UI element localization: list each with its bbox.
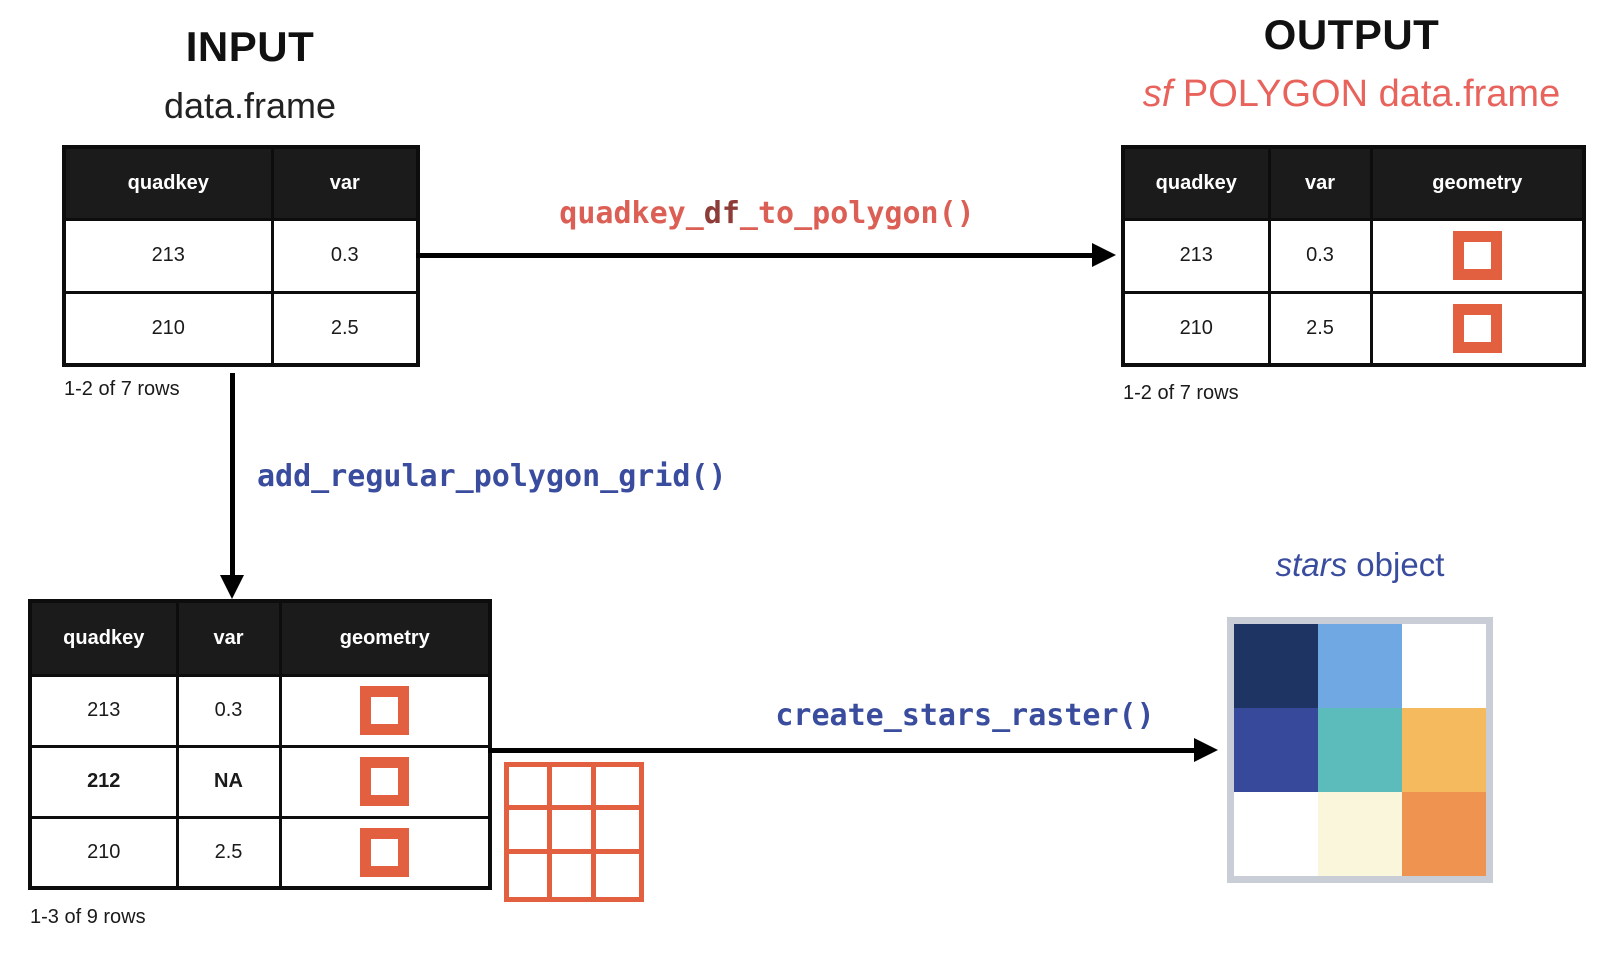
table-row: 213 0.3: [1121, 217, 1586, 294]
cell-var: 0.3: [270, 217, 420, 294]
grid-table: quadkey var geometry 213 0.3 212 NA 210 …: [28, 599, 492, 890]
polygon-geometry-icon: [360, 827, 410, 877]
output-table-caption: 1-2 of 7 rows: [1123, 382, 1239, 404]
table-row: 210 2.5: [28, 815, 492, 890]
input-col-var: var: [270, 145, 420, 221]
raster-cell: [1402, 624, 1486, 708]
cell-quadkey: 212: [28, 744, 179, 819]
table-row: 213 0.3: [28, 673, 492, 748]
output-col-geometry: geometry: [1369, 145, 1586, 221]
cell-quadkey: 210: [28, 815, 179, 890]
fn-create-stars-raster: create_stars_raster(): [775, 698, 1155, 733]
raster-cell: [1318, 708, 1402, 792]
stars-label-italic: stars: [1275, 546, 1348, 583]
output-heading: OUTPUT: [1263, 11, 1440, 58]
output-title-block: OUTPUT sf POLYGON data.frame: [1121, 10, 1582, 116]
fn-segment-df: df: [703, 196, 740, 231]
table-row: 212 NA: [28, 744, 492, 819]
arrow-head-icon: [1092, 243, 1116, 267]
output-col-quadkey: quadkey: [1121, 145, 1271, 221]
stars-raster: [1227, 617, 1493, 883]
cell-geometry: [278, 744, 492, 819]
raster-cell: [1402, 792, 1486, 876]
grid-col-geometry: geometry: [278, 599, 492, 677]
raster-cell: [1318, 792, 1402, 876]
cell-geometry: [1369, 290, 1586, 367]
cell-var: 2.5: [270, 290, 420, 367]
cell-quadkey: 213: [28, 673, 179, 748]
output-subheading-rest: POLYGON data.frame: [1172, 73, 1561, 115]
grid-col-quadkey: quadkey: [28, 599, 179, 677]
fn-add-regular-polygon-grid: add_regular_polygon_grid(): [257, 459, 727, 494]
table-row: 210 2.5: [1121, 290, 1586, 367]
grid-col-var: var: [175, 599, 282, 677]
fn-segment: _to_polygon(): [739, 196, 975, 231]
arrow-head-icon: [220, 575, 244, 599]
input-subheading: data.frame: [163, 85, 337, 126]
fn-quadkey-df-to-polygon: quadkey_df_to_polygon(): [417, 196, 1117, 231]
grid-table-caption: 1-3 of 9 rows: [30, 906, 146, 928]
output-table-header-row: quadkey var geometry: [1121, 145, 1586, 221]
table-row: 210 2.5: [62, 290, 420, 367]
cell-geometry: [1369, 217, 1586, 294]
arrow-shaft: [416, 253, 1094, 258]
input-heading: INPUT: [185, 23, 315, 70]
input-table-caption: 1-2 of 7 rows: [64, 378, 180, 400]
fn-segment: quadkey_: [559, 196, 704, 231]
input-col-quadkey: quadkey: [62, 145, 274, 221]
polygon-geometry-icon: [360, 757, 410, 806]
cell-var: 2.5: [1267, 290, 1373, 367]
polygon-geometry-icon: [1452, 231, 1502, 280]
input-table: quadkey var 213 0.3 210 2.5: [62, 145, 420, 367]
raster-cell: [1234, 624, 1318, 708]
arrow-shaft: [230, 373, 235, 576]
cell-quadkey: 210: [62, 290, 274, 367]
raster-cell: [1318, 624, 1402, 708]
input-title-block: INPUT data.frame: [55, 22, 445, 128]
output-subheading: sf POLYGON data.frame: [1121, 72, 1582, 116]
arrow-shaft: [488, 748, 1196, 753]
stars-label-rest: object: [1347, 546, 1445, 583]
polygon-geometry-icon: [1452, 303, 1502, 353]
arrow-head-icon: [1194, 738, 1218, 762]
raster-cell: [1234, 792, 1318, 876]
cell-quadkey: 213: [62, 217, 274, 294]
output-table: quadkey var geometry 213 0.3 210 2.5: [1121, 145, 1586, 367]
cell-var: 0.3: [175, 673, 282, 748]
raster-cell: [1234, 708, 1318, 792]
sf-label: sf: [1142, 73, 1173, 115]
cell-var: 0.3: [1267, 217, 1373, 294]
cell-quadkey: 213: [1121, 217, 1271, 294]
polygon-grid-icon: [504, 762, 644, 902]
stars-object-label: stars object: [1227, 546, 1493, 584]
input-table-header-row: quadkey var: [62, 145, 420, 221]
cell-geometry: [278, 815, 492, 890]
polygon-geometry-icon: [360, 686, 410, 735]
grid-table-header-row: quadkey var geometry: [28, 599, 492, 677]
cell-quadkey: 210: [1121, 290, 1271, 367]
output-col-var: var: [1267, 145, 1373, 221]
cell-geometry: [278, 673, 492, 748]
cell-var: NA: [175, 744, 282, 819]
cell-var: 2.5: [175, 815, 282, 890]
raster-cell: [1402, 708, 1486, 792]
table-row: 213 0.3: [62, 217, 420, 294]
